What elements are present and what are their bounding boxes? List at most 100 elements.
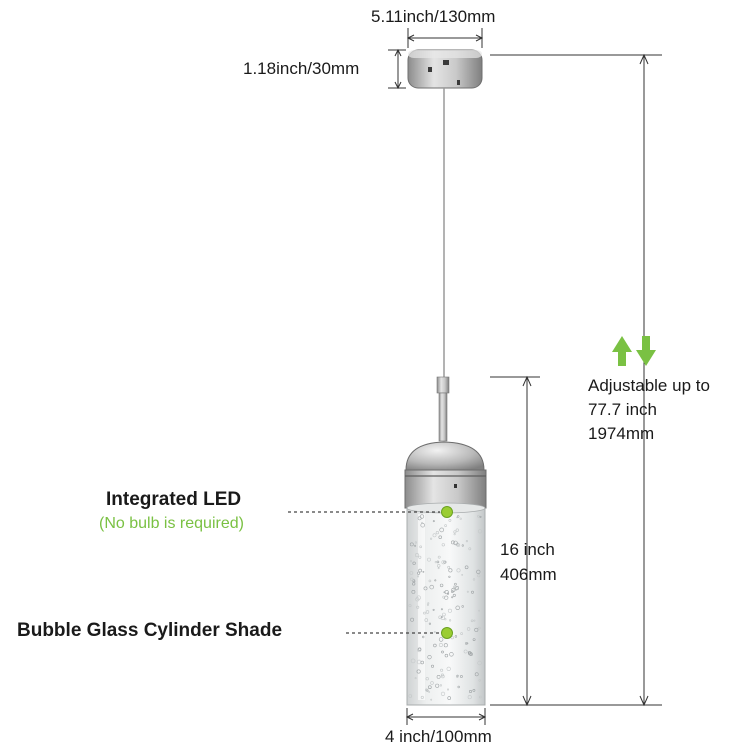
glass-bubble (461, 544, 464, 547)
glass-bubble (453, 540, 458, 546)
glass-bubble (433, 643, 437, 648)
glass-bubble (453, 530, 457, 534)
glass-bubble (465, 642, 468, 645)
glass-bubble (447, 565, 451, 569)
canopy-width-dimension (406, 28, 484, 48)
glass-bubble (443, 643, 448, 648)
glass-bubble (417, 571, 421, 575)
glass-bubble (418, 568, 422, 573)
glass-bubble (426, 603, 429, 606)
glass-bubble (452, 593, 456, 597)
glass-bubble (468, 547, 472, 551)
glass-bubble (453, 586, 458, 592)
glass-bubble (429, 584, 434, 590)
led-note: (No bulb is required) (99, 515, 244, 532)
glass-bubble (409, 559, 413, 563)
canopy-height-label: 1.18inch/30mm (243, 59, 360, 78)
glass-bubble (424, 688, 428, 692)
glass-bubble (477, 574, 481, 578)
glass-bubble (414, 677, 417, 680)
glass-bubble (434, 560, 438, 564)
glass-bubble (476, 569, 481, 575)
glass-bubble (411, 590, 416, 594)
glass-bubble (414, 553, 419, 558)
glass-bubble (451, 596, 454, 599)
glass-bubble (416, 669, 421, 674)
stem (436, 376, 450, 442)
glass-bubble (441, 543, 445, 547)
glass-bubble (467, 695, 472, 700)
glass-bubble (416, 605, 420, 609)
glass-bubble (478, 695, 482, 699)
glass-bubble (461, 574, 464, 576)
glass-bubble (440, 616, 443, 619)
glass-bubble (414, 544, 417, 547)
glass-bubble (427, 602, 430, 605)
glass-bubble (410, 577, 414, 581)
glass-bubble (451, 587, 456, 592)
glass-bubble (477, 514, 480, 518)
led-title: Integrated LED (106, 489, 242, 510)
glass-bubble (435, 683, 440, 688)
glass-bubble (417, 575, 420, 578)
glass-bubble (468, 651, 473, 656)
glass-bubble (439, 684, 443, 687)
glass-bubble (466, 627, 471, 631)
glass-bubble (428, 579, 432, 583)
glass-cylinder (406, 502, 486, 706)
glass-bubble (446, 666, 451, 672)
glass-bubble (427, 654, 432, 660)
glass-bubble (456, 675, 459, 678)
glass-bubble (434, 579, 437, 582)
shade-width-dimension (405, 708, 487, 725)
glass-bubble (449, 652, 454, 657)
glass-bubble (463, 649, 468, 654)
glass-bubble (464, 565, 469, 570)
glass-bubble (478, 609, 481, 612)
glass-bubble (441, 674, 445, 679)
glass-bubble (437, 555, 441, 559)
glass-bubble (444, 653, 449, 658)
glass-bubble (409, 571, 414, 575)
glass-bubble (455, 528, 459, 532)
glass-bubble (442, 612, 446, 617)
glass-bubble (417, 516, 422, 521)
shade-callout (346, 627, 453, 639)
glass-bubble (444, 618, 447, 621)
glass-bubble (466, 642, 469, 645)
glass-bubble (454, 635, 458, 638)
glass-bubble (432, 608, 435, 611)
glass-bubble (410, 617, 415, 622)
glass-bubble (440, 691, 446, 697)
glass-bubble (447, 696, 452, 700)
glass-bubble (477, 529, 483, 534)
glass-bubble (408, 604, 412, 608)
dome-cap (404, 441, 487, 509)
glass-bubble (459, 517, 462, 520)
glass-bubble (423, 586, 428, 591)
glass-bubble (424, 618, 429, 622)
glass-bubble (466, 590, 469, 593)
glass-bubble (440, 673, 444, 677)
glass-bubble (468, 689, 472, 693)
shade-title: Bubble Glass Cylinder Shade (17, 620, 283, 641)
glass-bubble (439, 583, 444, 588)
glass-bubble (477, 626, 481, 630)
glass-bubble (430, 698, 433, 701)
glass-bubble (448, 568, 453, 573)
glass-bubble (420, 660, 424, 665)
glass-bubble (425, 610, 430, 614)
shade-height-dimension (490, 375, 540, 707)
glass-bubble (438, 642, 443, 647)
glass-bubble (423, 611, 426, 615)
glass-bubble (472, 638, 476, 642)
glass-bubble (432, 520, 435, 523)
shade-marker-icon (441, 627, 453, 639)
glass-bubble (471, 590, 474, 594)
glass-bubble (422, 571, 425, 573)
glass-bubble (474, 627, 479, 632)
glass-bubble (421, 521, 424, 524)
shade-height-label-line1: 16 inch (500, 540, 555, 559)
glass-bubble (453, 533, 456, 536)
shade-height-label-line2: 406mm (500, 565, 557, 584)
